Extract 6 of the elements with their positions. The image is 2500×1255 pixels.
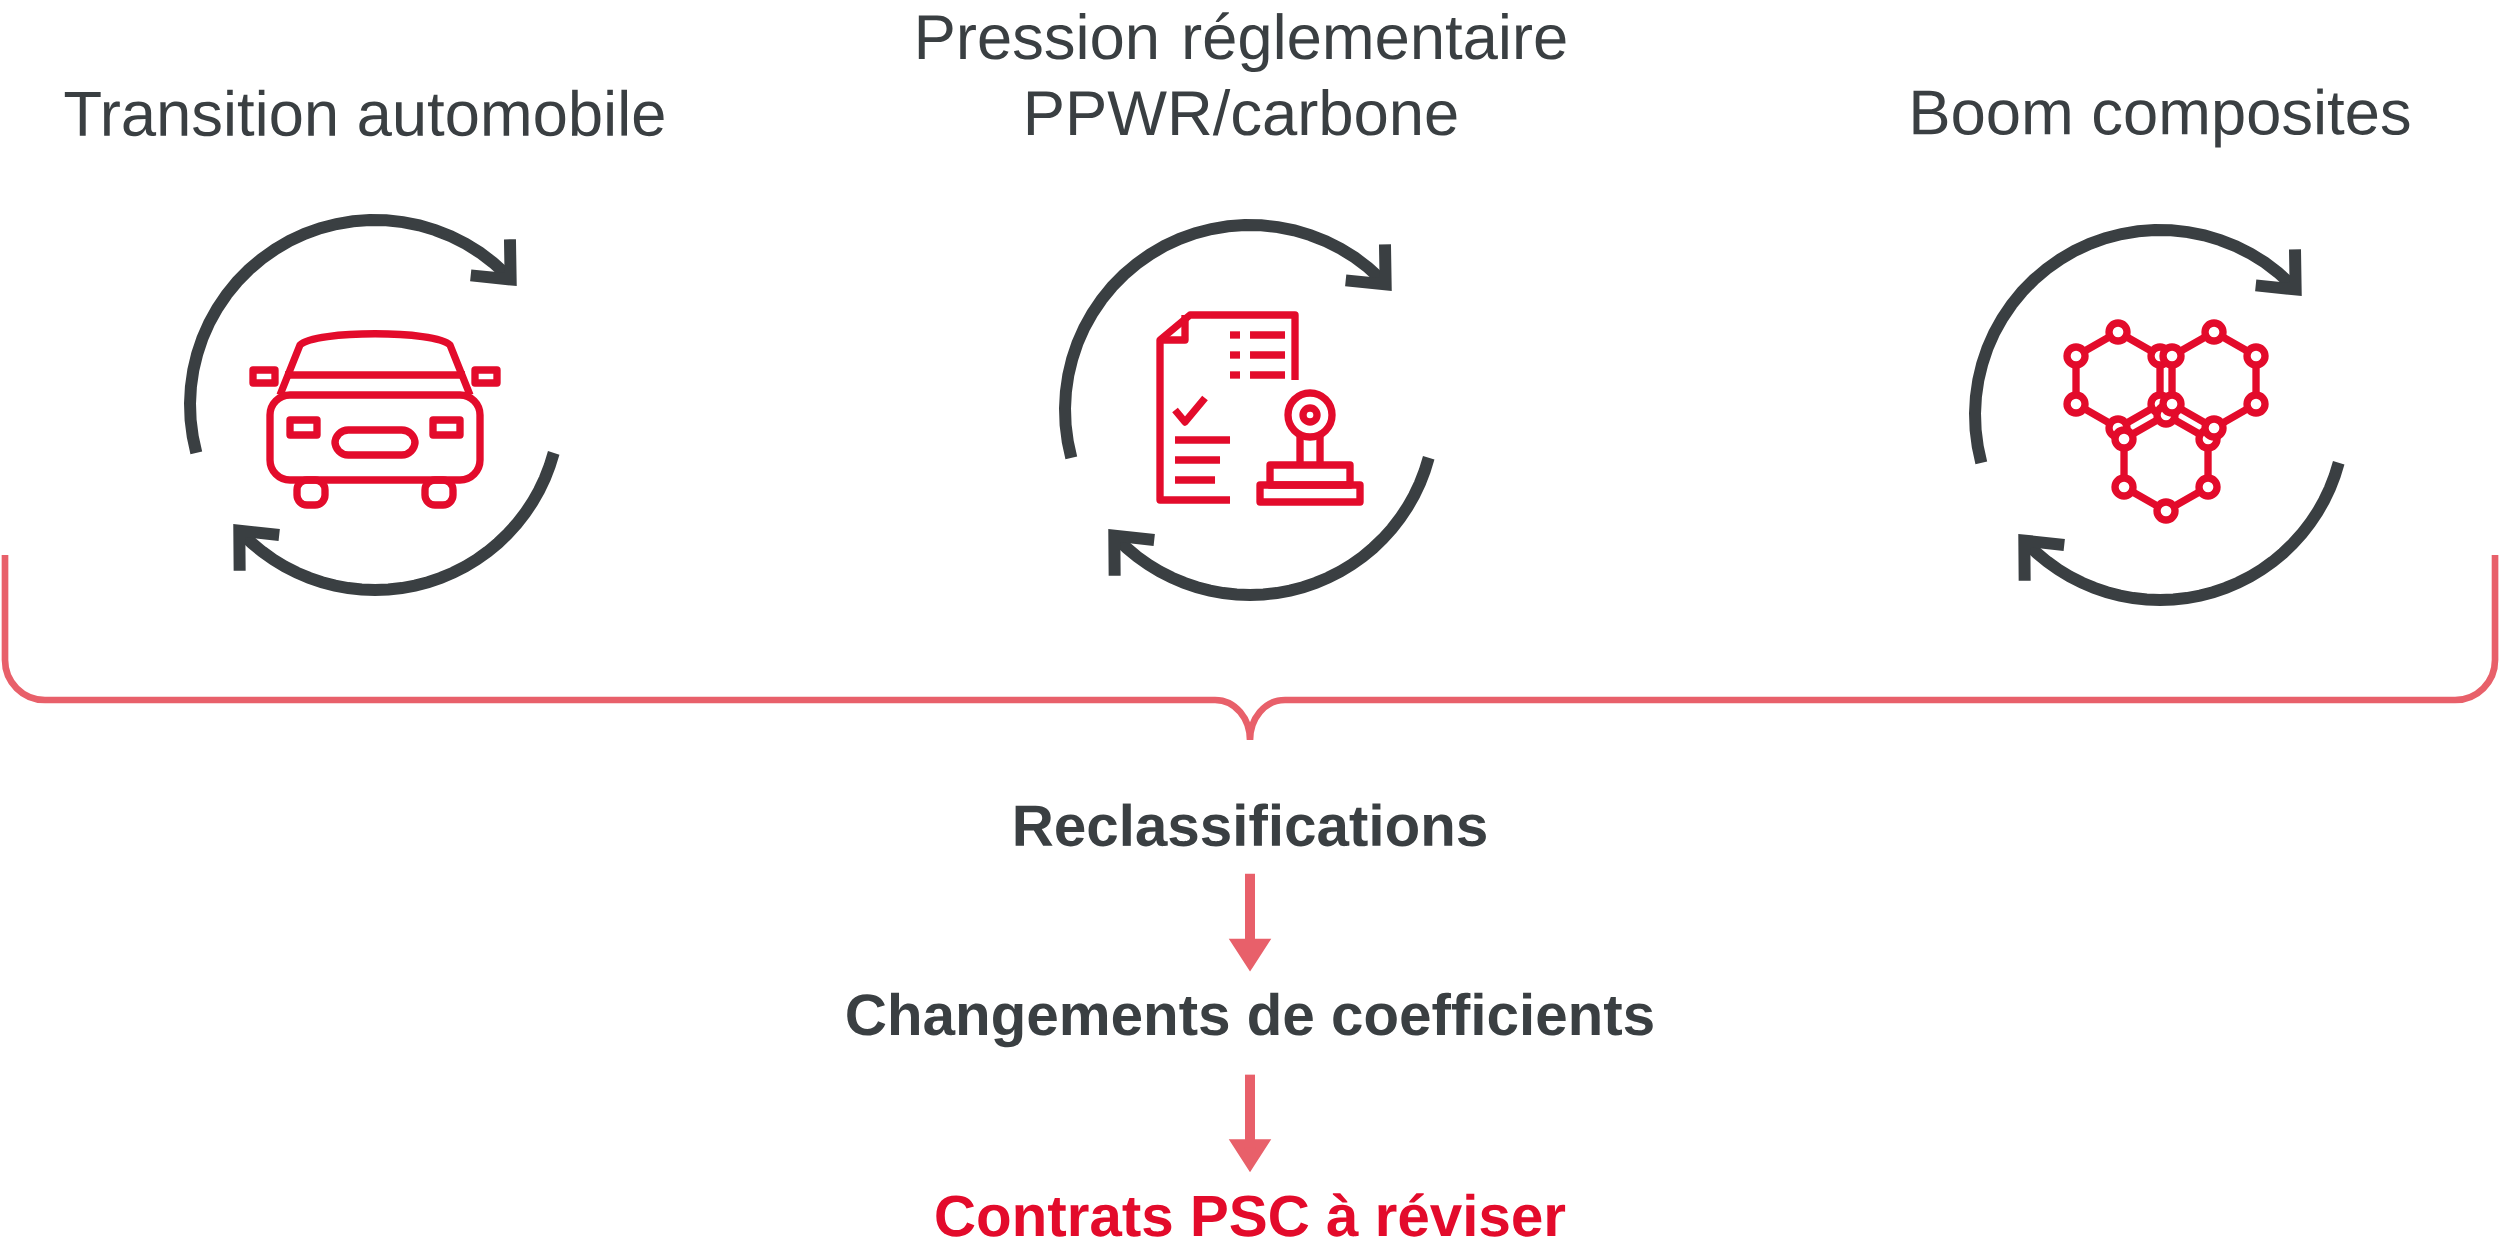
result-label: Contrats PSC à réviser <box>936 1193 1566 1237</box>
step-label: Reclassifications <box>1015 803 1486 847</box>
step-label: Changements de coefficients <box>847 992 1653 1048</box>
heading: Pression réglementaire PPWR/carbone <box>918 12 1566 136</box>
heading: Transition automobile <box>64 89 664 137</box>
heading: Boom composites <box>1913 88 2410 148</box>
